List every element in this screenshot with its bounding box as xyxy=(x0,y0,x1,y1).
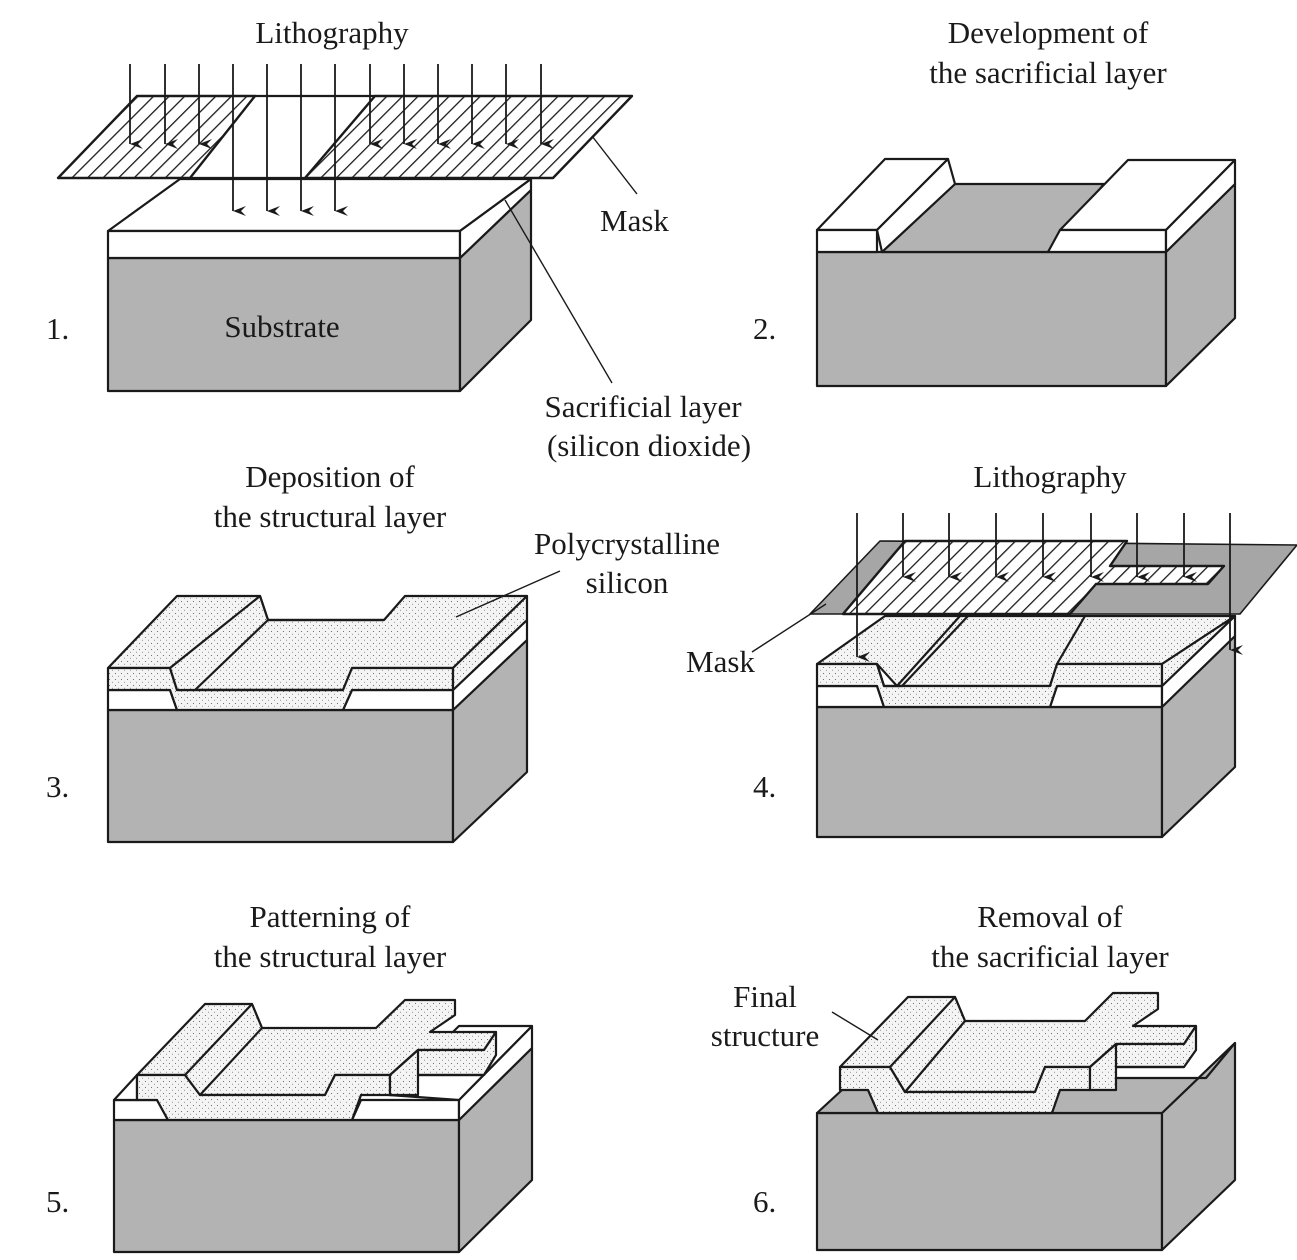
step-3-title-line1: Deposition of xyxy=(245,459,415,494)
sacrificial-label-line2: (silicon dioxide) xyxy=(547,428,751,463)
mask-right xyxy=(303,94,634,180)
sacrificial-right-front xyxy=(1046,228,1168,254)
step-1-number: 1. xyxy=(46,311,69,346)
substrate-front xyxy=(106,708,455,844)
poly-label-line1: Polycrystalline xyxy=(534,526,720,561)
beam-trench-wall xyxy=(183,1002,264,1097)
substrate-front xyxy=(815,1111,1164,1252)
sacrificial-left-front xyxy=(815,228,879,254)
final-label-line2: structure xyxy=(711,1018,819,1053)
step-1: Lithography Mask Substrate Sacrificial l… xyxy=(46,15,751,463)
anchor-edges xyxy=(1114,1044,1184,1069)
uv-rays xyxy=(129,64,554,216)
step-5-number: 5. xyxy=(46,1184,69,1219)
anchor-block xyxy=(388,1030,498,1097)
step-6-number: 6. xyxy=(753,1184,776,1219)
poly-leader xyxy=(455,570,561,618)
anchor-block xyxy=(1088,1024,1198,1092)
step-6-title-line2: the sacrificial layer xyxy=(931,939,1169,974)
uv-rays xyxy=(856,513,1243,662)
step-5-title-line1: Patterning of xyxy=(250,899,412,934)
step-3: Deposition of the structural layer Polyc… xyxy=(46,459,720,844)
sacrificial-leader xyxy=(504,199,613,384)
mask-label: Mask xyxy=(686,644,755,679)
sacrificial-band-left xyxy=(815,684,886,709)
step-2-title-line2: the sacrificial layer xyxy=(929,55,1167,90)
poly-label-line2: silicon xyxy=(586,565,669,600)
mask-opening-outline xyxy=(190,94,375,180)
mask-label: Mask xyxy=(600,203,669,238)
sacrificial-band-right xyxy=(1048,684,1164,709)
step-3-title-line2: the structural layer xyxy=(214,499,447,534)
sacrificial-right xyxy=(458,177,533,260)
poly-right xyxy=(451,594,529,692)
sacrificial-band-left xyxy=(106,688,179,712)
sacrificial-front xyxy=(106,229,462,260)
sacrificial-top xyxy=(106,177,533,233)
substrate-front xyxy=(815,250,1168,388)
poly-right xyxy=(1160,614,1237,688)
step-6-title-line1: Removal of xyxy=(977,899,1123,934)
sacrificial-left-side xyxy=(875,157,957,254)
step-3-number: 3. xyxy=(46,769,69,804)
step-5-title-line2: the structural layer xyxy=(214,939,447,974)
substrate-right xyxy=(1160,1041,1237,1252)
mask-leader xyxy=(591,135,638,195)
beam-trench-wall xyxy=(888,995,967,1094)
final-label-line1: Final xyxy=(733,979,797,1014)
poly-trench xyxy=(875,615,1086,688)
mask-leader xyxy=(751,603,827,653)
step-2: Development of the sacrificial layer 2. xyxy=(753,15,1237,388)
anchor-edges xyxy=(416,1050,484,1077)
mask-left xyxy=(56,94,257,180)
sacrificial-right-side xyxy=(1164,158,1237,254)
sacrificial-band-right xyxy=(341,688,455,712)
step-1-title: Lithography xyxy=(255,15,409,50)
substrate-label: Substrate xyxy=(224,309,339,344)
step-5: Patterning of the structural layer 5. xyxy=(46,899,534,1254)
step-6: Removal of the sacrificial layer Final s… xyxy=(711,899,1237,1252)
step-4-number: 4. xyxy=(753,769,776,804)
step-4-title: Lithography xyxy=(973,459,1127,494)
poly-trench-wall xyxy=(168,594,270,692)
mask-pattern xyxy=(841,539,1226,616)
final-leader xyxy=(831,1011,879,1041)
poly-trench-floor xyxy=(195,618,384,692)
sacrificial-band-right xyxy=(350,1098,461,1122)
step-2-number: 2. xyxy=(753,311,776,346)
sacrificial-label-line1: Sacrificial layer xyxy=(544,389,742,424)
step-2-title-line1: Development of xyxy=(948,15,1149,50)
step-4: Lithography Mask 4. xyxy=(686,459,1297,839)
substrate-front xyxy=(815,705,1164,839)
substrate-front xyxy=(112,1118,461,1254)
